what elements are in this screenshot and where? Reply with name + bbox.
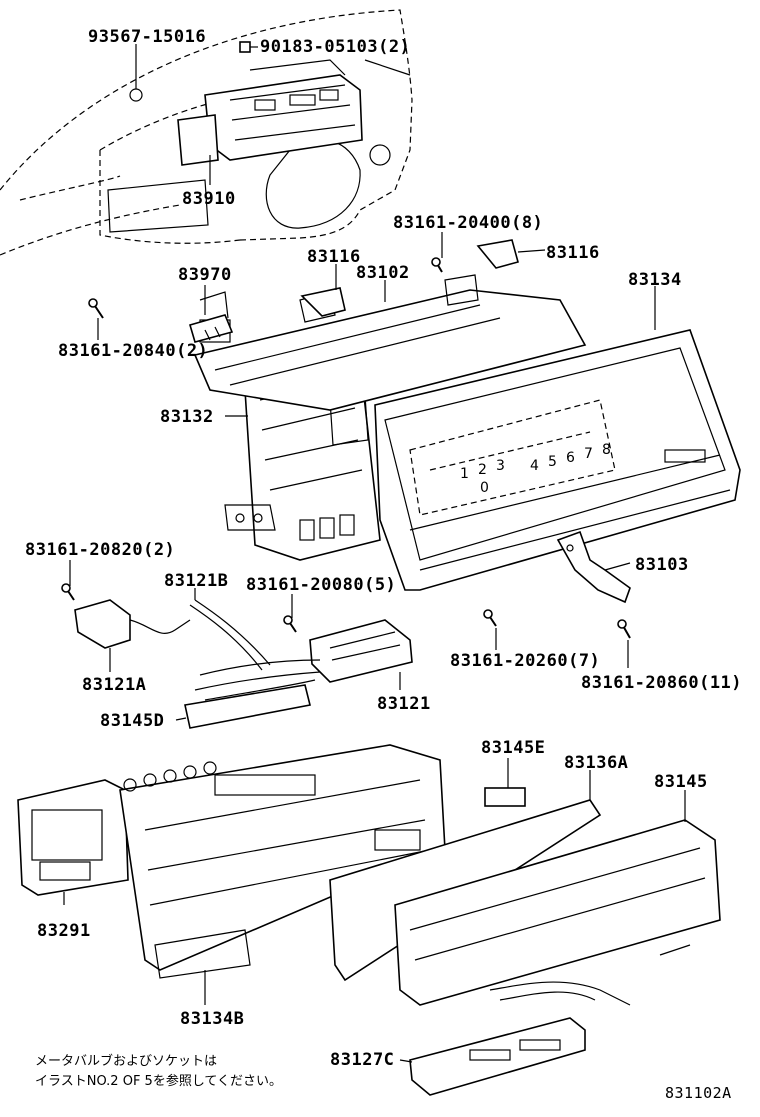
wiring-harness [74,599,413,701]
callout-label: 83121 [377,694,431,714]
bracket-83103 [556,530,631,604]
gauge-digit: 8 [602,442,611,458]
callout-label: 83116 [546,243,600,263]
gauge-digit: 7 [584,446,593,462]
callout-label: 83161-20840(2) [58,341,208,361]
callout-label: 83102 [356,263,410,283]
meter-glass-83134 [374,329,741,591]
panel-83291 [17,779,129,896]
screws [61,41,631,639]
callout-label: 83291 [37,921,91,941]
gauge-digit: 6 [566,450,575,466]
callout-label: 83161-20820(2) [25,540,175,560]
plate-83145D [184,684,311,729]
callout-label: 83145D [100,711,164,731]
note-line-2: イラストNO.2 OF 5を参照してください。 [35,1073,282,1089]
callout-label: 93567-15016 [88,27,206,47]
callout-label: 83161-20400(8) [393,213,543,233]
callout-label: 83116 [307,247,361,267]
callout-label: 83121A [82,675,146,695]
figure-code: 831102A [665,1084,732,1102]
callout-label: 83136A [564,753,628,773]
callout-label: 83121B [164,571,228,591]
callout-label: 83161-20860(11) [581,673,742,693]
leader-lines [63,44,686,1063]
gauge-zero: 0 [480,480,489,496]
odometer-digits: 1 2 3 4 5 6 7 8 0 [460,442,611,496]
callout-label: 83134B [180,1009,244,1029]
callout-label: 83132 [160,407,214,427]
callout-label: 83134 [628,270,682,290]
callout-label: 83161-20080(5) [246,575,396,595]
gauge-digit: 1 [460,466,469,482]
gauge-digit: 4 [530,458,539,474]
callout-label: 83145 [654,772,708,792]
callout-label: 83970 [178,265,232,285]
callout-label: 83161-20260(7) [450,651,600,671]
callout-label: 90183-05103(2) [260,37,410,57]
control-panel-83910 [177,59,363,166]
callout-label: 83145E [481,738,545,758]
callout-label: 83103 [635,555,689,575]
part-83970 [189,291,234,343]
gauge-digit: 2 [478,462,487,478]
callout-label: 83127C [330,1050,394,1070]
callout-labels: 93567-15016 90183-05103(2) 83910 83161-2… [25,27,742,1070]
reference-note: メータバルブおよびソケットは イラストNO.2 OF 5を参照してください。 [35,1053,282,1089]
bracket-83116 [300,239,519,317]
note-line-1: メータバルブおよびソケットは [35,1053,217,1069]
gauge-digit: 5 [548,454,557,470]
gauge-digit: 3 [496,458,505,474]
callout-label: 83910 [182,189,236,209]
connector-83127C [409,1017,586,1096]
